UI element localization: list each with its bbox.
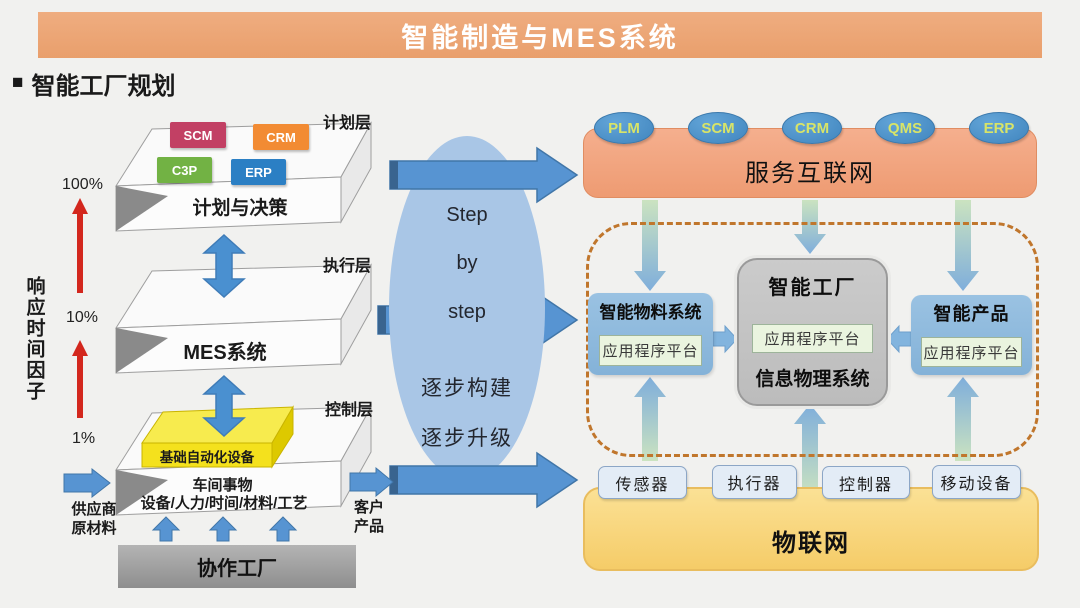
- badge-plm: PLM: [594, 112, 654, 144]
- axis-tick-100: 100%: [62, 176, 103, 193]
- axis-label: 响应时间因子: [23, 276, 45, 402]
- axis-tick-10: 10%: [66, 309, 99, 326]
- cps-dashed-region: [586, 222, 1039, 457]
- device-sensor: 传感器: [598, 466, 687, 499]
- smart-factory-box: 智能工厂 应用程序平台 信息物理系统: [737, 258, 888, 406]
- ellipse-line1: Step: [446, 203, 488, 226]
- smart-factory-title: 智能工厂: [768, 276, 857, 299]
- section-heading-text: 智能工厂规划: [31, 72, 176, 100]
- customer-line2: 产品: [353, 518, 384, 535]
- badge-crm: CRM: [782, 112, 842, 144]
- device-actuator: 执行器: [712, 465, 797, 499]
- axis-tick-1: 1%: [72, 430, 96, 447]
- device-mobile: 移动设备: [932, 465, 1021, 499]
- chip-c3p: C3P: [157, 157, 212, 183]
- response-time-arrows-icon: [72, 198, 88, 418]
- customer-line1: 客户: [353, 499, 384, 516]
- product-platform: 应用程序平台: [921, 337, 1022, 367]
- section-heading: ■ 智能工厂规划: [12, 68, 176, 100]
- material-system-title: 智能物料系统: [599, 302, 702, 322]
- planning-caption: 计划与决策: [192, 197, 288, 219]
- smart-product-title: 智能产品: [933, 304, 1010, 324]
- partner-up-arrows-icon: [151, 516, 298, 542]
- material-platform: 应用程序平台: [599, 335, 702, 366]
- mes-caption: MES系统: [183, 341, 267, 364]
- arrow-top-right-icon: [389, 146, 579, 204]
- smart-product-box: 智能产品 应用程序平台: [911, 295, 1032, 375]
- square-bullet-icon: ■: [12, 72, 24, 93]
- supplier-label: 供应商 原材料: [66, 500, 122, 538]
- workshop-line2: 设备/人力/时间/材料/工艺: [140, 495, 308, 512]
- control-layer-tag: 控制层: [324, 402, 373, 419]
- material-system-box: 智能物料系统 应用程序平台: [588, 293, 713, 375]
- step-ellipse: [389, 136, 545, 480]
- planning-layer-tag: 计划层: [322, 115, 371, 132]
- ellipse-line3: step: [448, 300, 486, 323]
- arrow-bottom-right-icon: [389, 451, 579, 509]
- badge-scm: SCM: [688, 112, 748, 144]
- cps-subtitle: 信息物理系统: [755, 368, 870, 390]
- workshop-line1: 车间事物: [192, 477, 253, 494]
- factory-platform: 应用程序平台: [752, 324, 873, 353]
- product-to-factory-arrow-icon: [886, 324, 912, 354]
- iot-box: 物联网: [583, 487, 1039, 571]
- chip-erp: ERP: [231, 159, 286, 185]
- material-to-factory-arrow-icon: [712, 324, 738, 354]
- slide-title: 智能制造与MES系统: [38, 12, 1042, 58]
- customer-label: 客户 产品: [346, 498, 392, 536]
- automation-label: 基础自动化设备: [159, 450, 255, 465]
- chip-crm: CRM: [253, 124, 309, 150]
- service-internet-box: 服务互联网: [583, 128, 1037, 198]
- double-arrow-mes-control-icon: [202, 374, 246, 438]
- double-arrow-plan-mes-icon: [202, 233, 246, 299]
- execution-layer-tag: 执行层: [322, 258, 371, 275]
- ellipse-line5: 逐步升级: [421, 427, 513, 450]
- supplier-arrow-icon: [63, 467, 111, 499]
- badge-erp: ERP: [969, 112, 1029, 144]
- ellipse-line4: 逐步构建: [421, 377, 513, 400]
- customer-arrow-icon: [349, 466, 394, 498]
- supplier-line1: 供应商: [71, 501, 117, 518]
- device-controller: 控制器: [822, 466, 910, 499]
- supplier-line2: 原材料: [71, 520, 117, 537]
- badge-qms: QMS: [875, 112, 935, 144]
- partner-factory-box: 协作工厂: [118, 545, 356, 588]
- chip-scm: SCM: [170, 122, 226, 148]
- ellipse-line2: by: [456, 251, 478, 274]
- mes-slab: [115, 263, 372, 374]
- iot-up-arrows-icon: [634, 377, 979, 497]
